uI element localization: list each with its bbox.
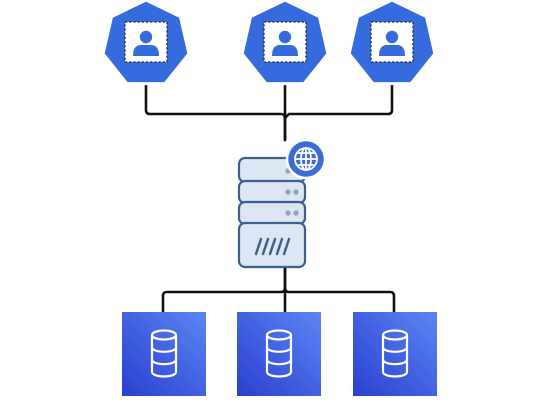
connector-db-3 bbox=[283, 286, 396, 314]
vent-line bbox=[261, 237, 270, 256]
client-nodes bbox=[101, 0, 437, 86]
vent-line bbox=[268, 237, 277, 256]
user-icon bbox=[133, 30, 159, 56]
database-box bbox=[122, 312, 206, 396]
client-node bbox=[347, 0, 437, 86]
database-icon bbox=[265, 329, 293, 378]
database-node bbox=[353, 312, 437, 396]
database-box bbox=[353, 312, 437, 396]
globe-icon bbox=[285, 138, 327, 180]
database-connectors bbox=[161, 266, 396, 314]
database-icon bbox=[381, 329, 409, 378]
server-node bbox=[237, 138, 327, 269]
vent-line bbox=[254, 237, 263, 256]
vent-line bbox=[282, 237, 291, 256]
client-connectors bbox=[144, 82, 394, 142]
database-node bbox=[237, 312, 321, 396]
user-icon bbox=[272, 30, 298, 56]
server-dot bbox=[285, 210, 291, 216]
client-node bbox=[240, 0, 330, 86]
database-node bbox=[122, 312, 206, 396]
client-node bbox=[101, 0, 191, 86]
database-icon bbox=[150, 329, 178, 378]
server-dot bbox=[293, 210, 299, 216]
user-icon bbox=[379, 30, 405, 56]
connector-client-1 bbox=[144, 82, 287, 142]
vent-line bbox=[275, 237, 284, 256]
server-dot bbox=[285, 189, 291, 195]
server-dot bbox=[293, 189, 299, 195]
server-vent-lines bbox=[254, 237, 291, 256]
connector-client-3 bbox=[283, 82, 394, 120]
connector-db-1 bbox=[161, 266, 287, 314]
database-nodes bbox=[122, 312, 437, 396]
database-box bbox=[237, 312, 321, 396]
